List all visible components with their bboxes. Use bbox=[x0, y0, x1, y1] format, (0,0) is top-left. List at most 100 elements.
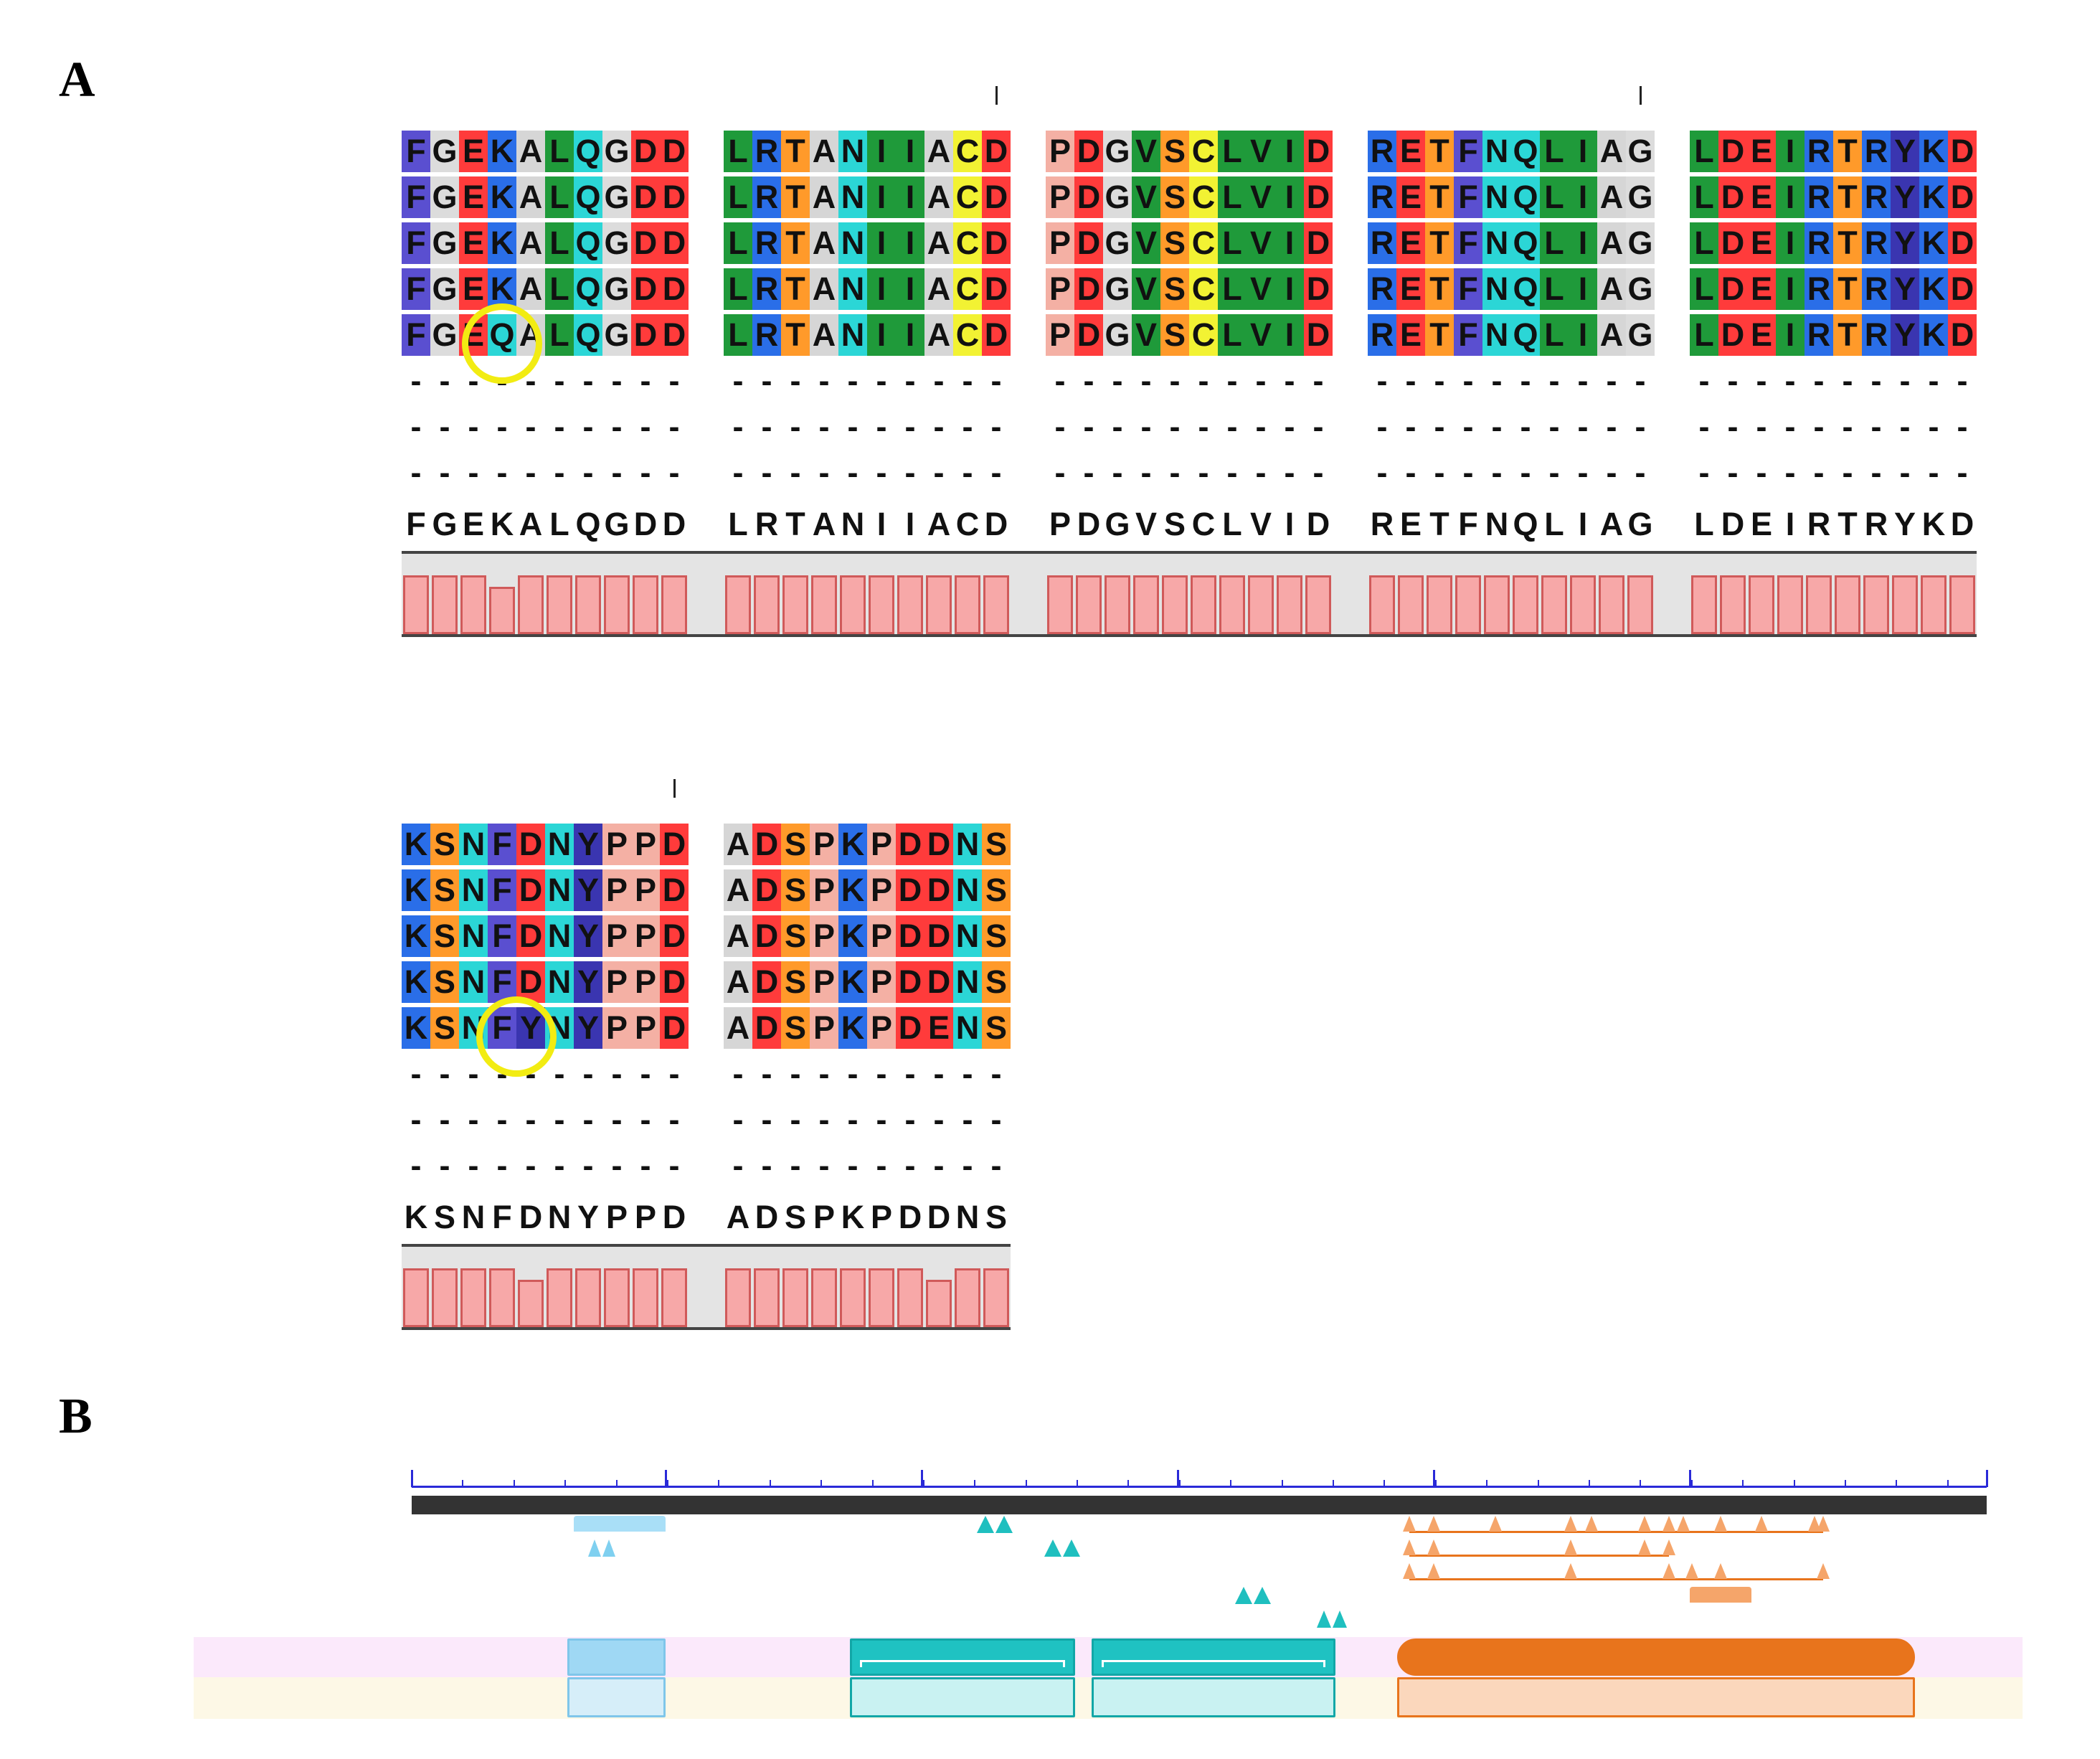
residue-cell: Y bbox=[1891, 268, 1919, 310]
conservation-bar bbox=[983, 575, 1009, 634]
conservation-bar bbox=[754, 575, 780, 634]
residue-cell: L bbox=[1690, 176, 1718, 218]
gap-residue: - bbox=[1756, 362, 1767, 399]
conservation-bar bbox=[869, 1268, 894, 1327]
residue-cell: P bbox=[1046, 222, 1074, 264]
residue-cell: D bbox=[516, 824, 545, 865]
gap-residue: - bbox=[1577, 454, 1589, 491]
residue-cell: F bbox=[1454, 131, 1482, 172]
residue-cell: C bbox=[1189, 314, 1218, 356]
gap-residue: - bbox=[1727, 454, 1739, 491]
residue-cell: S bbox=[781, 824, 810, 865]
residue-cell: R bbox=[752, 314, 781, 356]
residue-cell: V bbox=[1247, 176, 1275, 218]
residue-cell: C bbox=[953, 314, 982, 356]
residue-cell: N bbox=[838, 314, 867, 356]
ruler-minor-tick bbox=[1690, 1480, 1693, 1487]
residue-cell: C bbox=[1189, 176, 1218, 218]
gap-residue: - bbox=[904, 454, 916, 491]
residue-cell: N bbox=[953, 915, 982, 957]
consensus-residue: T bbox=[785, 506, 805, 542]
feature-marker-triangle bbox=[1063, 1539, 1081, 1557]
gap-residue: - bbox=[640, 408, 651, 445]
gap-residue: - bbox=[1928, 362, 1939, 399]
residue-cell: A bbox=[724, 961, 752, 1003]
conservation-bar bbox=[1691, 575, 1717, 634]
residue-cell: G bbox=[430, 222, 459, 264]
residue-cell: D bbox=[1304, 176, 1333, 218]
gap-residue: - bbox=[933, 1055, 945, 1092]
conservation-bar bbox=[955, 1268, 980, 1327]
residue-cell: A bbox=[924, 222, 953, 264]
residue-cell: R bbox=[1368, 268, 1396, 310]
residue-cell: D bbox=[1304, 268, 1333, 310]
conservation-bar bbox=[432, 575, 458, 634]
residue-cell: Y bbox=[574, 915, 602, 957]
consensus-residue: Y bbox=[577, 1199, 599, 1235]
gap-residue: - bbox=[1226, 454, 1238, 491]
gap-residue: - bbox=[1784, 408, 1796, 445]
residue-cell: F bbox=[488, 961, 516, 1003]
residue-cell: A bbox=[810, 314, 838, 356]
kinase-site-triangle bbox=[1638, 1516, 1652, 1532]
residue-cell: D bbox=[660, 869, 689, 911]
gap-residue: - bbox=[468, 454, 479, 491]
conservation-bar bbox=[1191, 575, 1216, 634]
residue-cell: G bbox=[430, 176, 459, 218]
residue-cell: K bbox=[402, 961, 430, 1003]
residue-cell: G bbox=[602, 131, 631, 172]
residue-cell: A bbox=[924, 176, 953, 218]
gap-residue: - bbox=[410, 1101, 422, 1138]
conservation-bar bbox=[1427, 575, 1452, 634]
gap-residue: - bbox=[582, 1055, 594, 1092]
gap-residue: - bbox=[732, 454, 744, 491]
gap-residue: - bbox=[668, 454, 680, 491]
gap-residue: - bbox=[1140, 454, 1152, 491]
gap-residue: - bbox=[668, 1055, 680, 1092]
conservation-bar bbox=[782, 1268, 808, 1327]
residue-cell: A bbox=[924, 268, 953, 310]
residue-cell: T bbox=[1425, 268, 1454, 310]
residue-cell: N bbox=[459, 824, 488, 865]
residue-cell: D bbox=[1074, 176, 1103, 218]
residue-cell: I bbox=[1275, 268, 1304, 310]
residue-cell: L bbox=[1540, 268, 1569, 310]
residue-cell: E bbox=[1396, 176, 1425, 218]
residue-cell: L bbox=[545, 314, 574, 356]
residue-cell: F bbox=[402, 176, 430, 218]
residue-cell: Q bbox=[1511, 314, 1540, 356]
consensus-residue: Q bbox=[1513, 506, 1538, 542]
residue-cell: L bbox=[1540, 222, 1569, 264]
conservation-bar bbox=[460, 1268, 486, 1327]
gap-residue: - bbox=[1112, 362, 1123, 399]
gap-residue: - bbox=[847, 454, 859, 491]
ruler-minor-tick bbox=[1742, 1480, 1744, 1487]
residue-cell: C bbox=[953, 222, 982, 264]
residue-cell: F bbox=[402, 268, 430, 310]
residue-cell: I bbox=[1776, 222, 1805, 264]
residue-cell: C bbox=[1189, 268, 1218, 310]
residue-cell: K bbox=[488, 131, 516, 172]
gap-residue: - bbox=[818, 362, 830, 399]
residue-cell: F bbox=[488, 869, 516, 911]
panel-a-label: A bbox=[59, 52, 95, 108]
residue-cell: F bbox=[1454, 222, 1482, 264]
feature-marker-triangle bbox=[1317, 1611, 1332, 1628]
residue-cell: A bbox=[1597, 176, 1626, 218]
ruler-line bbox=[412, 1486, 1987, 1488]
residue-cell: R bbox=[1368, 131, 1396, 172]
gap-residue: - bbox=[904, 362, 916, 399]
residue-cell: V bbox=[1247, 222, 1275, 264]
residue-cell: P bbox=[810, 824, 838, 865]
conservation-bar bbox=[547, 575, 572, 634]
conservation-bar bbox=[811, 1268, 837, 1327]
gap-residue: - bbox=[790, 408, 801, 445]
residue-cell: A bbox=[516, 176, 545, 218]
consensus-residue: A bbox=[812, 506, 836, 542]
consensus-residue: D bbox=[633, 506, 658, 542]
conservation-bar bbox=[403, 575, 429, 634]
consensus-residue: E bbox=[1750, 506, 1772, 542]
residue-cell: D bbox=[660, 314, 689, 356]
kinase-site-triangle bbox=[1713, 1516, 1727, 1532]
residue-cell: L bbox=[1218, 131, 1247, 172]
